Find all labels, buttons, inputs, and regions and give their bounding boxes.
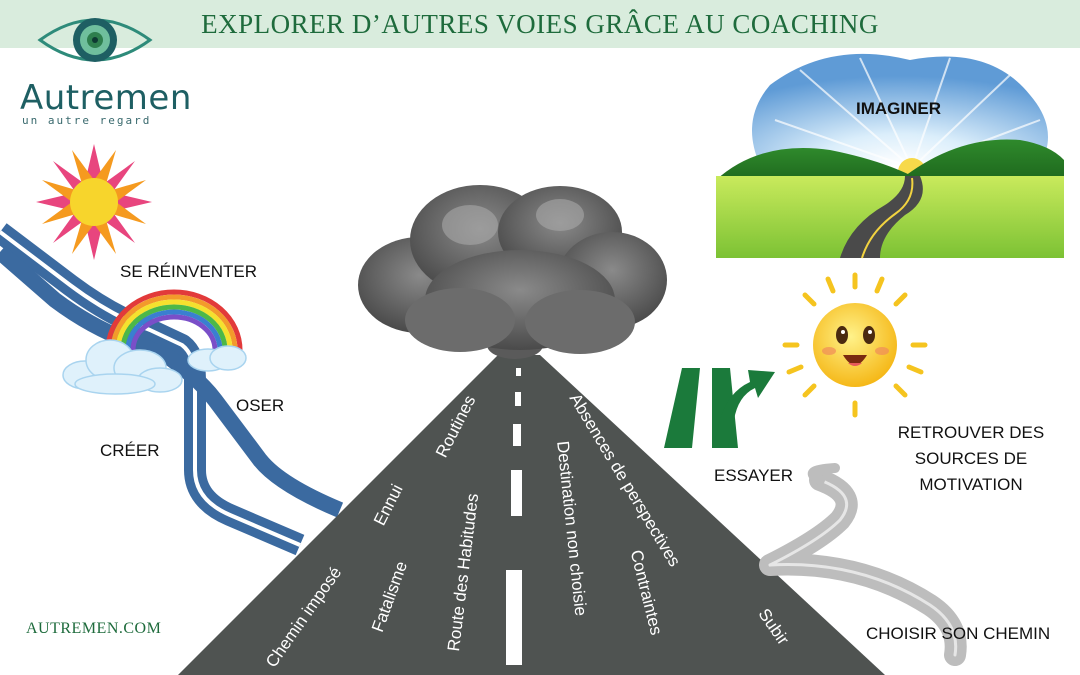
title-banner: [0, 0, 1080, 48]
gray-winding-road: [759, 463, 967, 666]
main-road: [178, 355, 885, 675]
label-oser: OSER: [236, 396, 285, 415]
white-cloud-icon: [62, 339, 247, 395]
page-title: EXPLORER D’AUTRES VOIES GRÂCE AU COACHIN…: [201, 9, 879, 39]
road-fork-sign-icon: [664, 368, 775, 448]
eye-logo-icon: [37, 18, 153, 62]
flower-sun-icon: [36, 144, 152, 260]
brand-tagline: un autre regard: [22, 114, 152, 127]
website-link[interactable]: AUTREMEN.COM: [26, 620, 162, 637]
brand-name: Autremen: [20, 78, 192, 118]
label-retrouver-motivation: RETROUVER DES SOURCES DE MOTIVATION: [897, 423, 1045, 494]
imaginer-landscape: [714, 53, 1066, 260]
label-essayer: ESSAYER: [714, 466, 794, 485]
label-se-reinventer: SE RÉINVENTER: [120, 262, 257, 281]
label-creer: CRÉER: [100, 441, 160, 460]
label-choisir-son-chemin: CHOISIR SON CHEMIN: [866, 624, 1051, 643]
storm-cloud-icon: [358, 185, 667, 359]
label-imaginer: IMAGINER: [856, 99, 941, 118]
rainbow-icon: [105, 289, 243, 351]
smiling-sun-icon: [782, 272, 928, 418]
